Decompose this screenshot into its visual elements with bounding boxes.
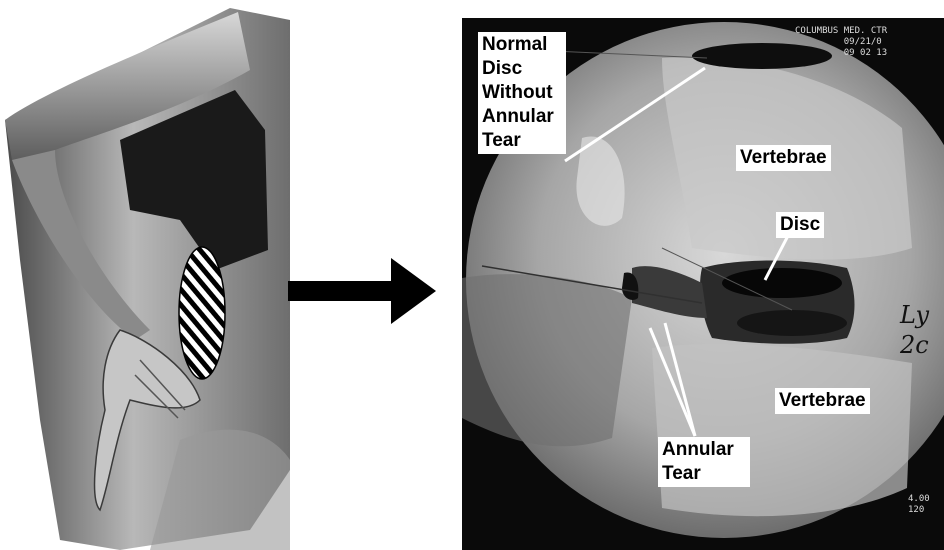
xray-imprint-bottom: 4.00 120: [908, 494, 930, 516]
label-vertebrae-bottom: Vertebrae: [775, 388, 870, 414]
label-disc: Disc: [776, 212, 824, 238]
xray-imprint-top: COLUMBUS MED. CTR 09/21/0 09 02 13: [795, 26, 887, 59]
label-annular-tear-line1: Annular: [662, 438, 746, 462]
label-normal-disc-line3: Without: [482, 81, 562, 105]
label-annular-tear-line2: Tear: [662, 462, 746, 486]
label-normal-disc: Normal Disc Without Annular Tear: [478, 32, 566, 154]
label-normal-disc-line4: Annular: [482, 105, 562, 129]
back-pain-photo: [0, 0, 290, 550]
label-normal-disc-line2: Disc: [482, 57, 562, 81]
label-normal-disc-line1: Normal: [482, 33, 562, 57]
pain-region-hatch: [179, 247, 225, 379]
right-arrow-icon: [286, 256, 436, 326]
label-annular-tear: Annular Tear: [658, 437, 750, 487]
label-vertebrae-top: Vertebrae: [736, 145, 831, 171]
label-normal-disc-line5: Tear: [482, 129, 562, 153]
